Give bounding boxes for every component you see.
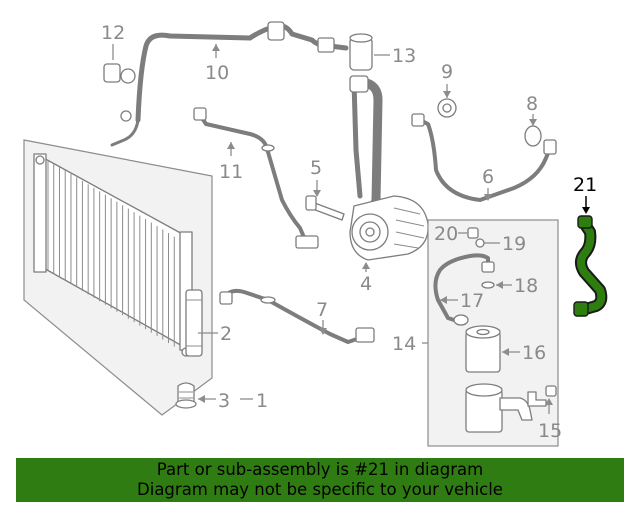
arrow-9 [443,91,451,98]
cap-20: 20 [434,223,479,245]
condenser-assembly-group: 2 3 1 [23,139,268,416]
arrow-10 [212,44,220,51]
callout-10: 10 [205,62,229,84]
o-ring-19: 19 [475,233,526,255]
hose-21-highlighted[interactable]: 21 [573,174,608,317]
arrow-4 [362,262,370,269]
callout-1: 1 [256,390,268,412]
callout-5: 5 [310,157,322,179]
arrow-21 [582,207,590,214]
callout-21: 21 [573,174,597,196]
callout-12: 12 [101,22,125,44]
o-ring-18: 18 [481,275,538,297]
expansion-valve-13: 13 [349,33,416,71]
banner-line-1: Part or sub-assembly is #21 in diagram [156,460,484,479]
arrow-11 [227,142,235,149]
sensor-12 [120,68,136,84]
suction-pipe-11: 11 [193,107,319,249]
callout-16: 16 [522,342,546,364]
info-banner: Part or sub-assembly is #21 in diagram D… [16,458,624,502]
rubber-mount [175,382,197,409]
arrow-18 [496,281,503,289]
filter-drier-16: 16 [465,325,546,373]
grommet-9: 9 [437,61,457,118]
clip-12 [103,63,121,83]
drier-bracket-15: 15 [465,383,562,442]
arrow-6 [484,194,492,201]
arrow-3 [198,395,205,403]
bolt-5: 5 [305,157,345,221]
compressor-4: 4 [349,75,429,295]
callout-2: 2 [220,323,232,345]
liquid-line-7: 7 [219,288,375,344]
arrow-8 [529,119,537,126]
arrow-5 [313,190,321,197]
pipe-17: 17 [433,253,495,326]
discharge-hose-10: 12 10 [101,21,349,147]
callout-9: 9 [441,61,453,83]
banner-line-2: Diagram may not be specific to your vehi… [137,480,503,499]
callout-11: 11 [219,161,243,183]
pipe-6: 6 [411,113,557,202]
callout-14: 14 [392,333,416,355]
arrow-7 [319,328,327,335]
callout-13: 13 [392,45,416,67]
callout-18: 18 [514,275,538,297]
arrow-17 [440,296,447,304]
arrow-16 [502,348,509,356]
receiver-drier-tank [185,289,203,357]
receiver-drier-group: 14 20 19 17 18 [392,219,562,447]
callout-7: 7 [316,299,328,321]
callout-19: 19 [502,233,526,255]
callout-17: 17 [460,290,484,312]
callout-6: 6 [482,166,494,188]
callout-15: 15 [538,420,562,442]
callout-4: 4 [360,273,372,295]
callout-3: 3 [218,390,230,412]
callout-20: 20 [434,223,458,245]
arrow-15 [545,398,553,405]
callout-8: 8 [526,93,538,115]
condenser-core [33,153,193,357]
o-ring-8: 8 [524,93,542,147]
